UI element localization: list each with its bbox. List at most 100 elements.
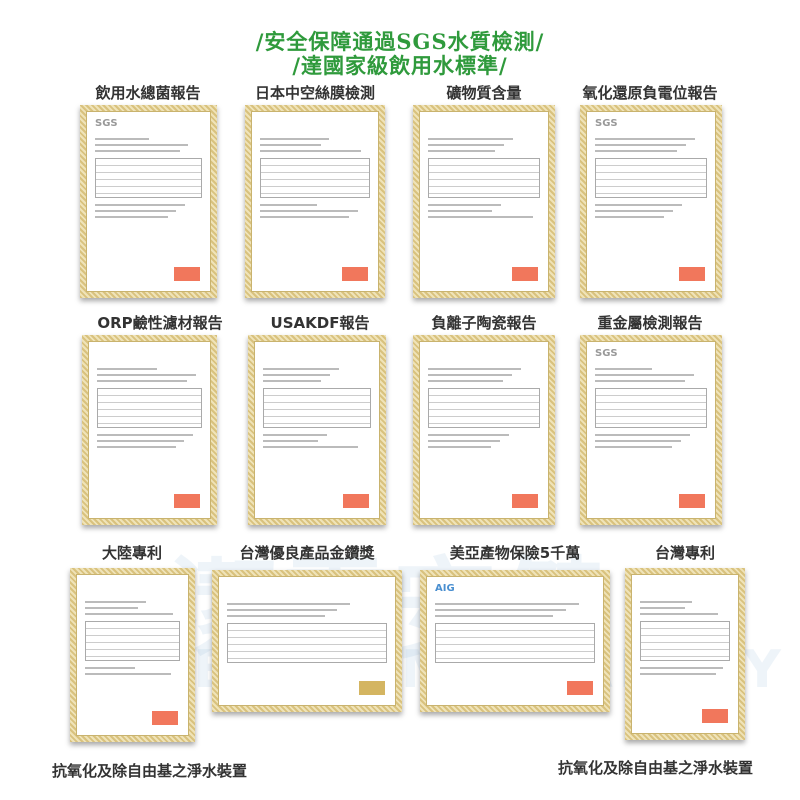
text-line xyxy=(595,210,674,212)
text-line xyxy=(595,446,673,448)
text-line xyxy=(227,609,338,611)
certificate-label: 日本中空絲膜檢測 xyxy=(254,84,375,102)
text-line xyxy=(595,138,695,140)
certificate-image[interactable]: SGS xyxy=(80,105,217,298)
seal-stamp xyxy=(567,681,593,695)
certificate-image[interactable] xyxy=(413,335,555,525)
text-line xyxy=(260,150,362,152)
report-table xyxy=(640,621,730,661)
text-line xyxy=(640,607,685,609)
text-line xyxy=(263,374,330,376)
text-line xyxy=(97,374,196,376)
report-table xyxy=(227,623,387,663)
text-line xyxy=(95,150,180,152)
text-line xyxy=(95,216,168,218)
certificate-label: USAKDF報告 xyxy=(270,314,370,332)
text-line xyxy=(263,380,322,382)
certificate-document xyxy=(419,111,549,292)
text-line xyxy=(260,204,318,206)
text-line xyxy=(640,601,693,603)
headline-line-1: /安全保障通過SGS水質檢測/ xyxy=(255,29,545,54)
certificate-label: 重金屬檢測報告 xyxy=(597,314,703,332)
certificate-image[interactable] xyxy=(413,105,555,298)
seal-stamp xyxy=(512,267,538,281)
text-line xyxy=(85,613,174,615)
text-line xyxy=(260,216,350,218)
certificate-image[interactable] xyxy=(245,105,385,298)
report-table xyxy=(85,621,180,661)
text-line xyxy=(435,609,567,611)
text-line xyxy=(428,204,501,206)
seal-stamp xyxy=(679,494,705,508)
seal-stamp xyxy=(679,267,705,281)
text-line xyxy=(263,368,339,370)
report-table xyxy=(263,388,371,428)
certificate-label: 負離子陶瓷報告 xyxy=(431,314,537,332)
text-line xyxy=(97,446,176,448)
report-table xyxy=(595,388,707,428)
text-line xyxy=(95,138,149,140)
text-line xyxy=(640,673,716,675)
text-line xyxy=(428,216,534,218)
report-table xyxy=(428,158,540,198)
certificate-image[interactable] xyxy=(625,568,745,740)
text-line xyxy=(428,210,492,212)
seal-stamp xyxy=(512,494,538,508)
certificate-image[interactable]: AIG xyxy=(420,570,610,712)
footer-caption-left: 抗氧化及除自由基之淨水裝置 xyxy=(52,762,248,780)
sgs-logo: SGS xyxy=(595,348,618,359)
text-line xyxy=(428,374,512,376)
certificate-image[interactable] xyxy=(212,570,402,712)
text-line xyxy=(227,603,351,605)
certificate-image[interactable] xyxy=(248,335,386,525)
text-line xyxy=(595,216,665,218)
text-line xyxy=(95,210,177,212)
text-line xyxy=(260,138,330,140)
text-line xyxy=(428,434,509,436)
certificate-document xyxy=(254,341,380,519)
text-line xyxy=(85,607,139,609)
seal-stamp xyxy=(343,494,369,508)
text-line xyxy=(263,446,359,448)
certificate-image[interactable] xyxy=(70,568,195,742)
report-table xyxy=(428,388,540,428)
certificate-label: 大陸專利 xyxy=(101,544,162,562)
text-line xyxy=(428,446,491,448)
text-line xyxy=(435,603,579,605)
sgs-logo: SGS xyxy=(595,118,618,129)
text-line xyxy=(95,144,189,146)
certificate-image[interactable]: SGS xyxy=(580,105,722,298)
seal-stamp xyxy=(702,709,728,723)
text-line xyxy=(428,368,521,370)
text-line xyxy=(595,150,677,152)
text-line xyxy=(595,204,683,206)
text-line xyxy=(595,144,686,146)
text-line xyxy=(263,434,327,436)
text-line xyxy=(595,440,682,442)
certificate-label: 台灣專利 xyxy=(654,544,715,562)
certificate-image[interactable] xyxy=(82,335,217,525)
text-line xyxy=(595,434,691,436)
text-line xyxy=(428,440,500,442)
text-line xyxy=(595,374,694,376)
text-line xyxy=(85,601,146,603)
seal-stamp xyxy=(342,267,368,281)
text-line xyxy=(595,368,653,370)
text-line xyxy=(428,144,505,146)
seal-stamp xyxy=(359,681,385,695)
certificate-document: SGS xyxy=(86,111,211,292)
report-table xyxy=(97,388,202,428)
certificate-image[interactable]: SGS xyxy=(580,335,722,525)
text-line xyxy=(260,210,358,212)
certificate-label: ORP鹼性濾材報告 xyxy=(97,314,223,332)
seal-stamp xyxy=(174,494,200,508)
text-line xyxy=(97,380,188,382)
certificate-document xyxy=(419,341,549,519)
sgs-logo: SGS xyxy=(95,118,118,129)
seal-stamp xyxy=(152,711,178,725)
certificate-document: SGS xyxy=(586,341,716,519)
certificate-label: 氧化還原負電位報告 xyxy=(582,84,718,102)
report-table xyxy=(595,158,707,198)
certificate-label: 美亞產物保險5千萬 xyxy=(449,544,581,562)
report-table xyxy=(260,158,370,198)
